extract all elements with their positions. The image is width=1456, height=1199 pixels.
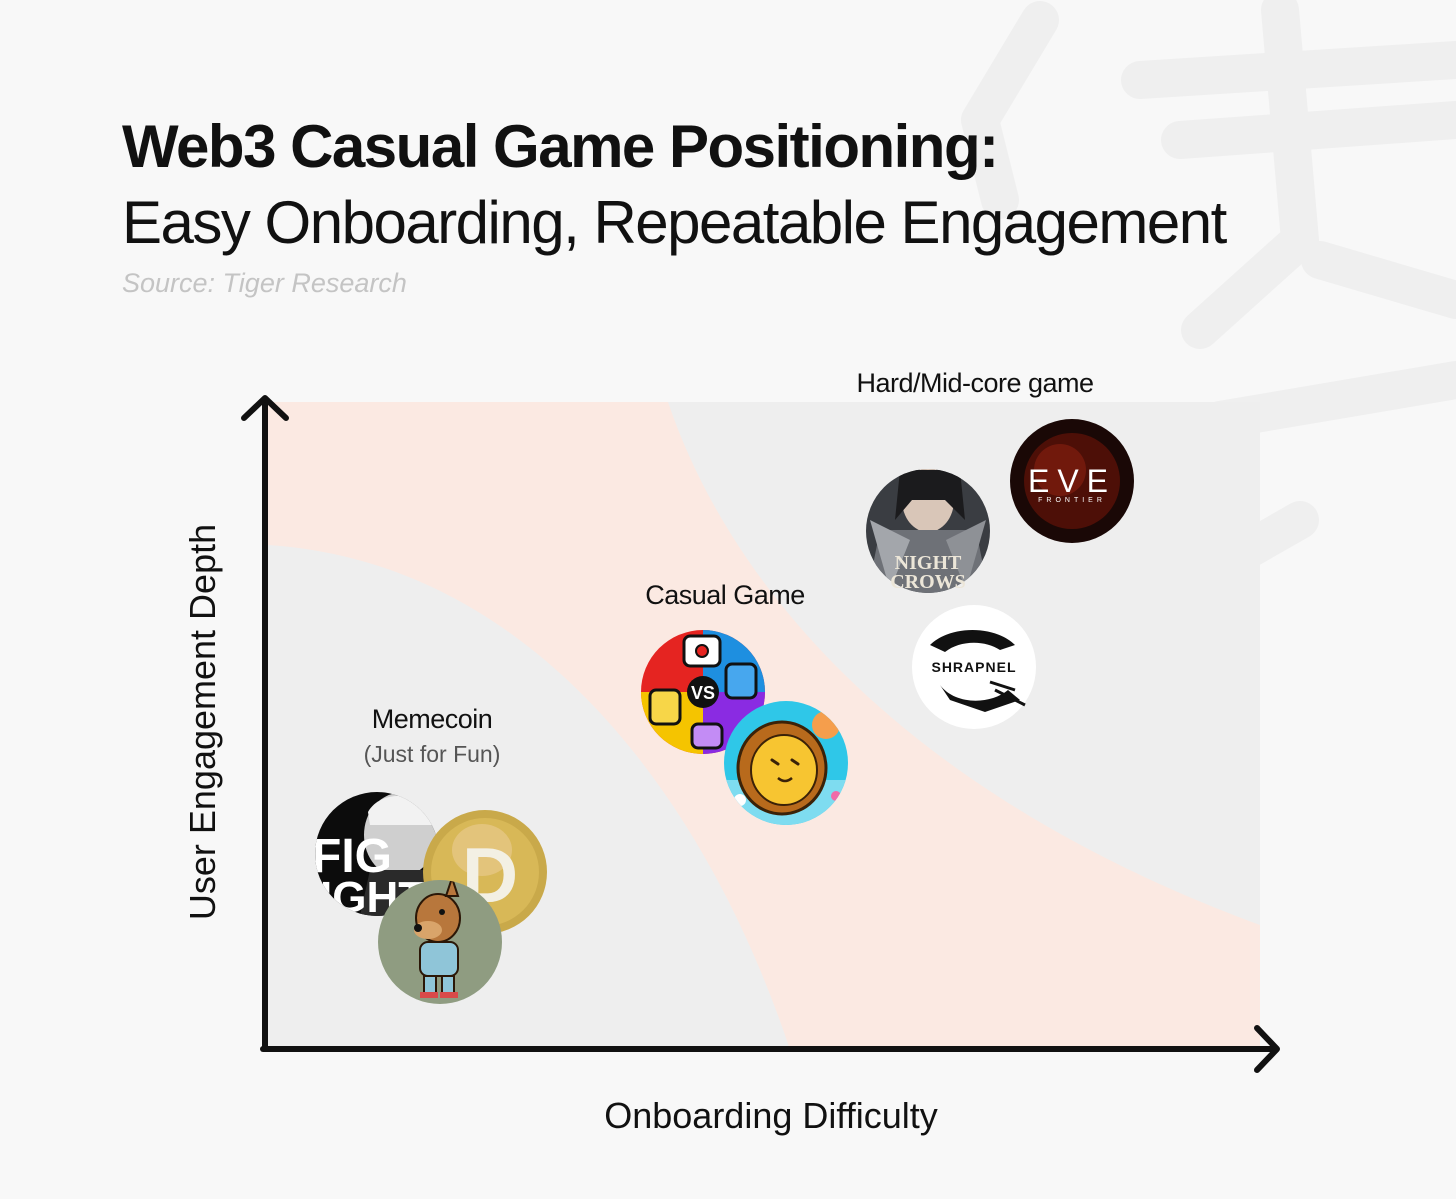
source-caption: Source: Tiger Research [122,268,407,298]
x-axis [260,1025,1280,1073]
night-crows-line2: CROWS [890,571,966,593]
y-axis [241,395,289,1051]
vs-logo-text: VS [691,683,715,703]
zone-sublabel-memecoin: (Just for Fun) [364,741,501,767]
fight-logo-line1: FIG [312,830,392,883]
page-subtitle: Easy Onboarding, Repeatable Engagement [122,189,1227,256]
page-title: Web3 Casual Game Positioning: [122,113,999,180]
lion-casual-game-logo [724,701,848,825]
zone-label-hardcore: Hard/Mid-core game [856,368,1093,398]
dog-character-memecoin-logo [378,880,502,1004]
zone-label-memecoin: Memecoin [372,704,493,734]
y-axis-label: User Engagement Depth [182,524,223,920]
shrapnel-logo: SHRAPNEL [912,605,1036,729]
eve-logo-subtext: FRONTIER [1038,497,1106,504]
fight-memecoin-logo: FIG IGHT [312,792,439,916]
shrapnel-logo-text: SHRAPNEL [931,659,1016,675]
eve-logo-text: EVE [1028,463,1116,499]
night-crows-logo: NIGHT CROWS [866,469,990,593]
night-crows-line1: NIGHT [895,552,962,574]
x-axis-label: Onboarding Difficulty [604,1095,938,1136]
eve-frontier-logo: EVE FRONTIER [1010,419,1134,543]
zone-label-casual: Casual Game [645,580,805,610]
